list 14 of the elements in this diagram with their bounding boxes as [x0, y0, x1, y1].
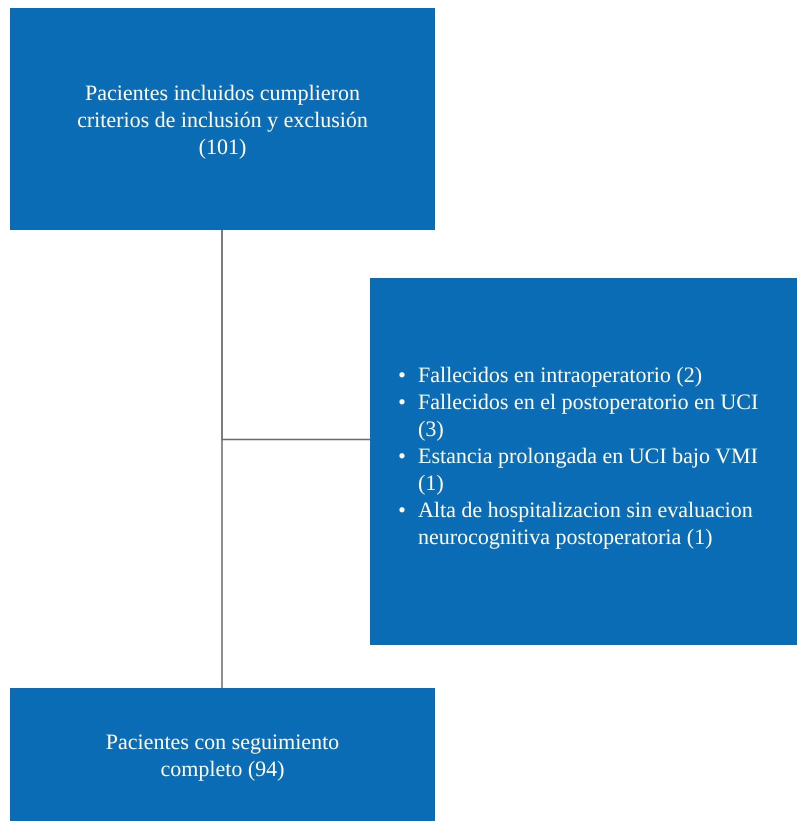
- bullet-marker: •: [397, 442, 407, 470]
- box-text: Pacientes incluidos cumplieron criterios de inclusión y exclusión (101): [76, 78, 369, 160]
- process-box: [10, 8, 435, 230]
- bullet-marker: •: [397, 496, 407, 524]
- bullet-item: Estancia prolongada en UCI bajo VMI (1): [418, 442, 759, 496]
- box-text: Pacientes con seguimiento completo (94): [104, 728, 340, 782]
- bullet-item: Alta de hospitalizacion sin evaluacion neurocognitiva postoperatoria (1): [418, 496, 754, 550]
- process-box: [10, 688, 435, 821]
- connector-line: [221, 230, 370, 440]
- bullet-marker: •: [397, 388, 407, 416]
- bullet-marker: •: [397, 361, 407, 388]
- process-box: [370, 278, 797, 645]
- bullet-item: Fallecidos en intraoperatorio (2): [418, 361, 702, 388]
- bullet-item: Fallecidos en el postoperatorio en UCI (3): [418, 388, 760, 442]
